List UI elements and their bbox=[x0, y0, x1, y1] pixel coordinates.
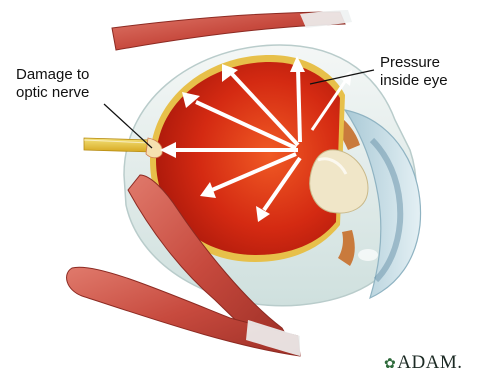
damage-label-line2: optic nerve bbox=[16, 84, 89, 102]
damage-label: Damage to optic nerve bbox=[16, 66, 89, 102]
leaf-icon: ✿ bbox=[384, 357, 396, 372]
brand-mark: ADAM. bbox=[397, 352, 462, 373]
pressure-label-line2: inside eye bbox=[380, 72, 448, 90]
pressure-label-line1: Pressure bbox=[380, 54, 448, 72]
pressure-label: Pressure inside eye bbox=[380, 54, 448, 90]
damage-label-line1: Damage to bbox=[16, 66, 89, 84]
adam-logo: ✿ADAM. bbox=[384, 352, 463, 374]
